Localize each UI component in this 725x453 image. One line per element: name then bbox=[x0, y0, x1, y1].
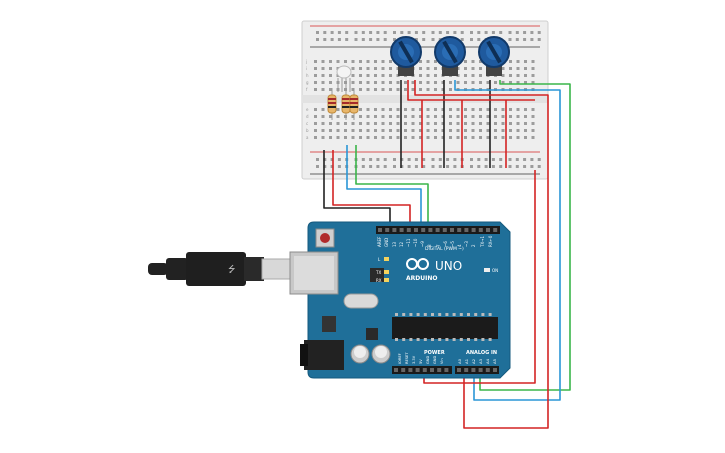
analog-header-labels: A0 A1 A2 A3 A4 A5 bbox=[457, 358, 497, 364]
led-tx-label: TX bbox=[375, 270, 381, 275]
row-letter: d bbox=[306, 114, 309, 119]
wire-green bbox=[479, 80, 571, 391]
resistor bbox=[349, 88, 359, 120]
pin-label: Vin bbox=[440, 358, 444, 364]
pin-label: GND bbox=[426, 356, 430, 364]
pin-label: ~3 bbox=[464, 241, 469, 247]
pin-label: A5 bbox=[492, 358, 497, 364]
pin-label: 8 bbox=[427, 244, 432, 247]
brand-label: ARDUINO bbox=[406, 275, 437, 282]
wire-red bbox=[332, 150, 411, 230]
row-letter: h bbox=[306, 73, 309, 78]
usb-icon: ⭍ bbox=[228, 264, 236, 275]
row-letter: e bbox=[306, 107, 309, 112]
resistor bbox=[341, 88, 351, 120]
chip-legs bbox=[395, 313, 492, 341]
pin-label: RX←0 bbox=[488, 235, 493, 247]
usb-cable: ⭍ bbox=[148, 252, 297, 286]
row-letter: i bbox=[306, 66, 307, 71]
resistor bbox=[327, 88, 337, 120]
power-header-labels: IOREF RESET 3.3V 5V GND GND Vin bbox=[398, 352, 444, 364]
pin-label: 3.3V bbox=[412, 355, 416, 364]
wire-green bbox=[355, 145, 429, 230]
row-letter: c bbox=[306, 121, 308, 126]
pin-label: RESET bbox=[405, 352, 409, 364]
arduino-logo: ARDUINO UNO bbox=[406, 258, 462, 282]
wire-red bbox=[407, 80, 535, 101]
pin-label: IOREF bbox=[398, 353, 402, 364]
row-letter: f bbox=[306, 87, 308, 92]
potentiometer bbox=[478, 36, 510, 76]
rgb-led bbox=[336, 65, 352, 92]
led-rx-label: RX bbox=[376, 278, 382, 283]
pin-label: A2 bbox=[471, 358, 476, 364]
pin-label: A4 bbox=[485, 358, 490, 364]
pin-label: AREF bbox=[377, 236, 382, 247]
led-l-label: L bbox=[378, 257, 381, 262]
pin-label: 5V bbox=[419, 359, 423, 364]
wire-blue bbox=[346, 145, 422, 230]
on-led bbox=[484, 268, 490, 272]
wire-red bbox=[414, 80, 549, 429]
potentiometer bbox=[390, 36, 422, 76]
wire-blue bbox=[454, 80, 561, 401]
on-label: ON bbox=[492, 268, 498, 273]
digital-header-labels: AREF GND 13 12 ~11 ~10 ~9 8 7 ~6 ~5 4 ~3… bbox=[377, 235, 493, 248]
row-letter: g bbox=[306, 80, 309, 85]
status-leds: L TX RX bbox=[375, 257, 389, 283]
pin-label: GND bbox=[433, 356, 437, 364]
power-label: POWER bbox=[424, 350, 445, 356]
pin-label: ~11 bbox=[406, 238, 411, 247]
row-letter: j bbox=[305, 59, 307, 64]
pin-label: 2 bbox=[471, 244, 476, 247]
pin-label: 13 bbox=[392, 241, 397, 247]
pin-label: 7 bbox=[436, 244, 441, 247]
breadboard-row-letters: j i h g f e d c b a bbox=[305, 59, 309, 140]
pin-label: A3 bbox=[478, 358, 483, 364]
digital-label: DIGITAL (PWM ~) bbox=[425, 246, 464, 252]
row-letter: b bbox=[306, 128, 309, 133]
arduino-uno: ARDUINO UNO DIGITAL (PWM ~) POWER ANALOG… bbox=[289, 221, 511, 379]
pin-label: ~5 bbox=[450, 241, 455, 247]
row-letter: a bbox=[306, 135, 309, 140]
pin-label: ~10 bbox=[413, 238, 418, 247]
pin-label: GND bbox=[384, 238, 389, 247]
pin-label: ~6 bbox=[443, 241, 448, 247]
pin-label: 4 bbox=[457, 244, 462, 247]
pin-label: ~9 bbox=[420, 241, 425, 247]
wire-black bbox=[323, 150, 391, 230]
pin-label: TX→1 bbox=[480, 235, 485, 248]
pin-label: A0 bbox=[457, 358, 462, 364]
pin-label: A1 bbox=[464, 358, 469, 364]
header-holes bbox=[378, 228, 498, 372]
pin-label: 12 bbox=[399, 241, 404, 247]
analog-label: ANALOG IN bbox=[466, 350, 497, 356]
potentiometer bbox=[434, 36, 466, 76]
model-label: UNO bbox=[435, 259, 462, 273]
